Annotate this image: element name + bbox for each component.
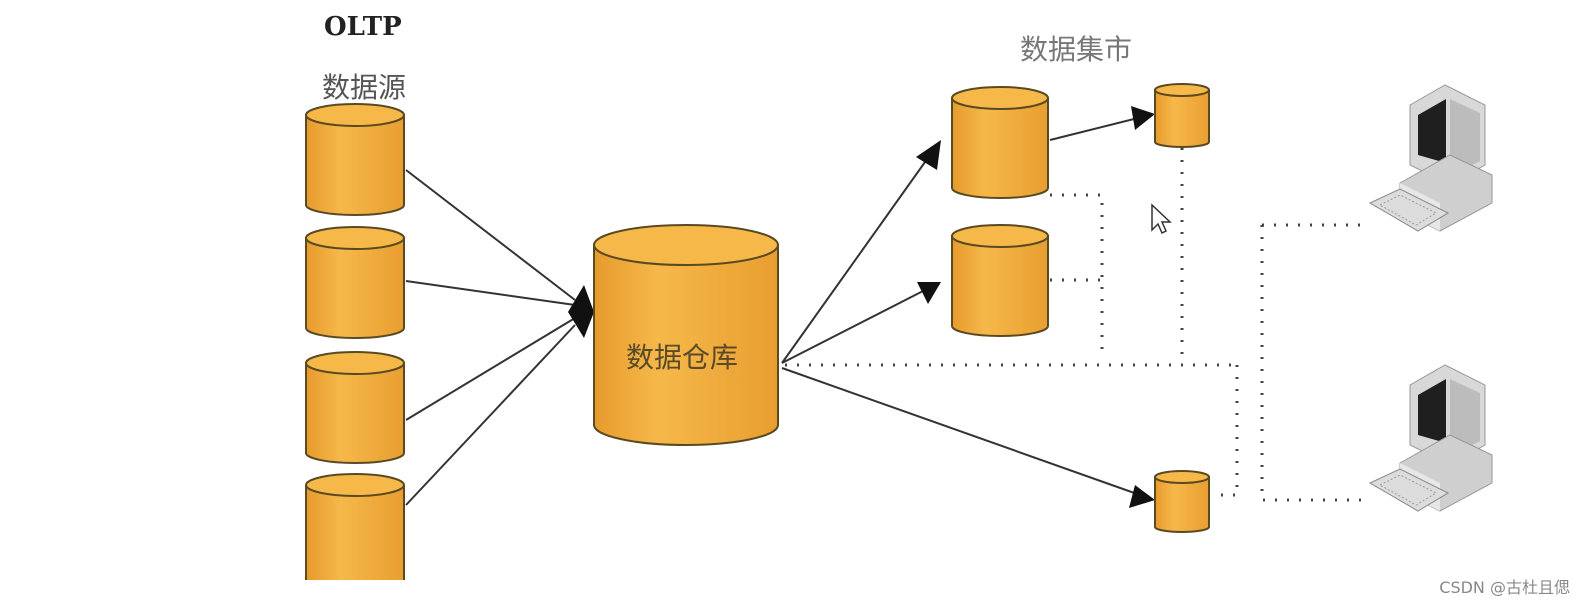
arrow-head-icon bbox=[916, 140, 941, 170]
computer-icon bbox=[1369, 84, 1493, 232]
cylinder-icon bbox=[305, 103, 405, 216]
source-cylinders bbox=[305, 103, 405, 580]
data-warehouse-label: 数据仓库 bbox=[626, 341, 739, 374]
cylinder-icon bbox=[305, 473, 405, 580]
mouse-cursor-icon bbox=[1151, 203, 1172, 235]
cylinder-icon bbox=[1154, 83, 1210, 148]
warehouse-cylinder bbox=[593, 224, 779, 446]
cylinder-icon bbox=[951, 86, 1049, 199]
arrow-head-icon bbox=[1129, 485, 1155, 508]
mart-cylinders bbox=[951, 83, 1210, 533]
dotted-links bbox=[785, 148, 1365, 502]
arrow-head-icon bbox=[568, 285, 594, 338]
arrow-head-icon bbox=[1131, 106, 1155, 130]
data-mart-label: 数据集市 bbox=[1020, 33, 1133, 66]
computer-icon bbox=[1369, 364, 1493, 512]
data-source-label: 数据源 bbox=[322, 71, 407, 104]
cylinder-icon bbox=[305, 226, 405, 339]
arrows bbox=[405, 106, 1155, 508]
arrow-head-icon bbox=[917, 282, 941, 304]
cylinder-icon bbox=[1154, 470, 1210, 533]
cylinder-icon bbox=[305, 351, 405, 464]
watermark: CSDN @古杜且偲 bbox=[1439, 578, 1570, 597]
cylinder-icon bbox=[951, 224, 1049, 337]
oltp-label: OLTP bbox=[324, 12, 402, 42]
